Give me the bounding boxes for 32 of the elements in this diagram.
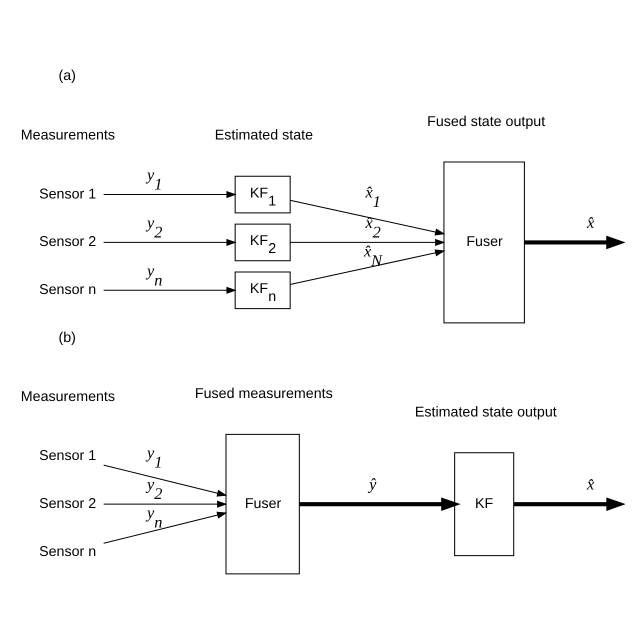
label: Measurements: [20, 126, 116, 143]
arrow: [104, 511, 228, 544]
arrow: [290, 238, 446, 246]
edge-label: x̂: [587, 474, 594, 494]
arrow: [524, 235, 625, 249]
label: (b): [58, 329, 76, 346]
node-text: Sensor 1: [39, 186, 96, 202]
node-text: Sensor 1: [39, 448, 96, 464]
node-text: Sensor n: [39, 543, 96, 560]
arrow: [104, 464, 228, 496]
node-text: Sensor 2: [39, 234, 96, 250]
label: Estimated state: [214, 126, 314, 143]
arrow: [104, 500, 228, 508]
node-box: KF: [454, 452, 514, 556]
arrow: [514, 496, 625, 510]
label: Fused measurements: [194, 385, 333, 402]
edge-label: x̂: [587, 212, 594, 232]
node-box: Fuser: [443, 160, 525, 323]
arrow: [104, 190, 237, 198]
label: Measurements: [20, 388, 116, 404]
label: Estimated state output: [414, 404, 557, 420]
arrow: [290, 248, 446, 284]
node-box: Fuser: [226, 433, 300, 574]
arrow: [299, 496, 461, 510]
arrow: [290, 199, 446, 235]
arrow: [104, 238, 237, 246]
label: (a): [58, 68, 76, 84]
node-text: Sensor n: [39, 282, 96, 298]
label: Fused state output: [427, 114, 546, 130]
node-text: Sensor 2: [39, 495, 96, 512]
edge-label: ŷ: [369, 474, 376, 494]
arrow: [104, 286, 237, 294]
